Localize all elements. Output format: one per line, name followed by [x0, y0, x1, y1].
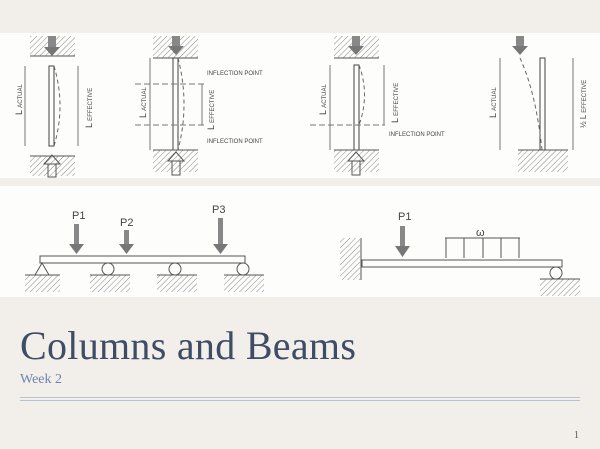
column-fixed-fixed: INFLECTION POINT INFLECTION POINT L ACTU… [135, 36, 263, 176]
svg-text:L EFFECTIVE: L EFFECTIVE [84, 88, 94, 128]
continuous-beam: P1 P2 P3 [25, 204, 264, 292]
svg-text:P3: P3 [212, 204, 225, 216]
column-diagrams-image: L ACTUAL L EFFECTIVE INFLECTION POINT IN… [0, 33, 600, 178]
beam-loading-illustration: P1 P2 P3 P1 ω [25, 204, 580, 296]
column-buckling-illustration: L ACTUAL L EFFECTIVE INFLECTION POINT IN… [14, 36, 588, 178]
divider-line [20, 400, 580, 401]
svg-text:½ L EFFECTIVE: ½ L EFFECTIVE [579, 80, 588, 128]
svg-text:L ACTUAL: L ACTUAL [488, 86, 498, 118]
svg-text:L EFFECTIVE: L EFFECTIVE [390, 83, 400, 123]
column-fixed-pinned: INFLECTION POINT L ACTUAL L EFFECTIVE [310, 36, 445, 176]
svg-text:INFLECTION POINT: INFLECTION POINT [207, 139, 263, 145]
svg-text:P1: P1 [72, 210, 85, 222]
svg-text:INFLECTION POINT: INFLECTION POINT [389, 132, 445, 138]
column-fixed-free: L ACTUAL ½ L EFFECTIVE [488, 36, 588, 172]
svg-text:P2: P2 [120, 217, 133, 229]
svg-text:L ACTUAL: L ACTUAL [14, 83, 24, 115]
svg-text:P1: P1 [398, 211, 411, 223]
divider-line [20, 397, 580, 398]
svg-text:L ACTUAL: L ACTUAL [138, 86, 148, 118]
page-number: 1 [574, 430, 579, 441]
svg-text:L ACTUAL: L ACTUAL [318, 83, 328, 115]
svg-text:ω: ω [476, 227, 485, 239]
column-pinned-pinned: L ACTUAL L EFFECTIVE [14, 36, 94, 178]
propped-cantilever-beam: P1 ω [340, 211, 580, 296]
svg-text:INFLECTION POINT: INFLECTION POINT [207, 71, 263, 77]
slide-subtitle: Week 2 [20, 372, 63, 387]
slide-title: Columns and Beams [20, 323, 357, 368]
beam-diagrams-image: P1 P2 P3 P1 ω [0, 186, 600, 297]
svg-text:L EFFECTIVE: L EFFECTIVE [206, 90, 216, 130]
